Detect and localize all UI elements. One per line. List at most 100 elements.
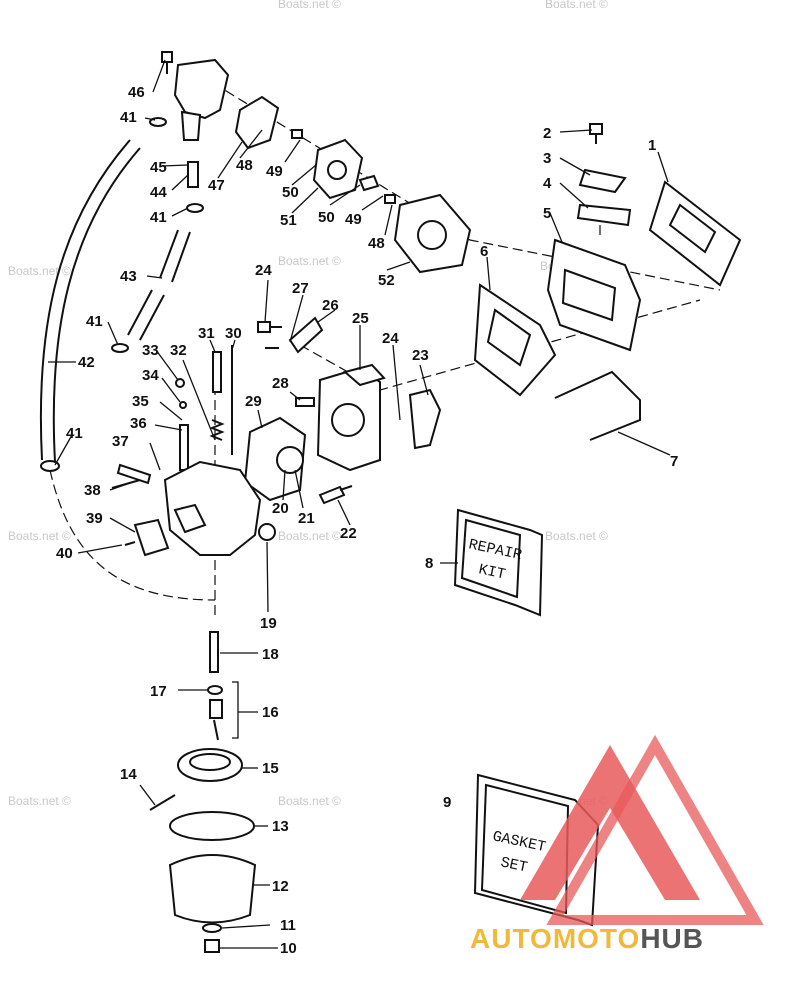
part-label: 37 bbox=[112, 433, 129, 450]
bowl-nut bbox=[204, 939, 220, 953]
part-label: 41 bbox=[86, 313, 103, 330]
small-washer bbox=[175, 378, 185, 388]
pump-cover-port bbox=[327, 160, 347, 180]
part-label: 41 bbox=[150, 209, 167, 226]
part-label: 19 bbox=[260, 615, 277, 632]
part-label: 24 bbox=[255, 262, 272, 279]
part-label: 15 bbox=[262, 760, 279, 777]
repair-kit-box: REPAIR KIT bbox=[453, 508, 544, 617]
part-label: 8 bbox=[425, 555, 433, 572]
float-chamber-cover bbox=[133, 518, 170, 557]
hose-clamp bbox=[149, 117, 167, 127]
part-label: 12 bbox=[272, 878, 289, 895]
fuel-hose-long bbox=[39, 139, 141, 463]
hose-clamp bbox=[40, 460, 60, 472]
part-label: 28 bbox=[272, 375, 289, 392]
float-bowl bbox=[168, 854, 257, 924]
pump-cover bbox=[312, 138, 364, 200]
part-label: 32 bbox=[170, 342, 187, 359]
pump-valve bbox=[358, 174, 380, 192]
carburetor-throat bbox=[173, 503, 207, 534]
mounting-screw bbox=[257, 321, 282, 333]
hose-clamp bbox=[111, 343, 129, 353]
high-speed-jet bbox=[179, 424, 189, 471]
carb-gasket bbox=[473, 283, 557, 397]
gasket-set-label-line2: SET bbox=[499, 854, 529, 876]
choke-link-rod bbox=[554, 370, 641, 441]
pump-gasket bbox=[234, 95, 280, 150]
intake-gasket-port bbox=[417, 220, 447, 250]
pump-screw bbox=[161, 51, 173, 74]
brand-wordmark: AUTOMOTOHUB bbox=[470, 923, 704, 954]
fuel-pump-nipple bbox=[187, 161, 199, 188]
part-label: 17 bbox=[150, 683, 167, 700]
part-label: 9 bbox=[443, 794, 451, 811]
part-label: 35 bbox=[132, 393, 149, 410]
fuel-pump-body bbox=[173, 58, 230, 120]
choke-plate bbox=[288, 316, 324, 354]
watermark: Boats.net © bbox=[278, 529, 341, 543]
watermark: Boats.net © bbox=[8, 529, 71, 543]
kit-bracket-16 bbox=[232, 681, 239, 739]
watermark: Boats.net © bbox=[545, 529, 608, 543]
part-label: 5 bbox=[543, 205, 551, 222]
intake-gasket bbox=[393, 193, 472, 274]
part-label: 16 bbox=[262, 704, 279, 721]
part-label: 51 bbox=[280, 212, 297, 229]
part-label: 43 bbox=[120, 268, 137, 285]
triangle-logo-outline-icon bbox=[546, 734, 764, 925]
part-label: 47 bbox=[208, 177, 225, 194]
part-label: 21 bbox=[298, 510, 315, 527]
float-valve-seat bbox=[209, 699, 223, 741]
reed-valve bbox=[576, 203, 632, 227]
watermark: Boats.net © bbox=[278, 794, 341, 808]
part-label: 38 bbox=[84, 482, 101, 499]
throttle-stop-screw bbox=[116, 463, 152, 485]
pump-gasket-small bbox=[384, 194, 396, 204]
reed-plate-gasket bbox=[648, 180, 742, 287]
part-label: 36 bbox=[130, 415, 147, 432]
throttle-plate bbox=[276, 446, 304, 474]
part-label: 42 bbox=[78, 354, 95, 371]
reed-stop bbox=[578, 168, 627, 194]
part-label: 50 bbox=[282, 184, 299, 201]
reed-block bbox=[546, 238, 642, 352]
part-label: 2 bbox=[543, 125, 551, 142]
choke-bracket bbox=[408, 388, 442, 450]
adapter-bolt bbox=[318, 485, 353, 505]
part-label: 18 bbox=[262, 646, 279, 663]
watermark: Boats.net © bbox=[278, 254, 341, 268]
part-label: 14 bbox=[120, 766, 137, 783]
part-label: 7 bbox=[670, 453, 678, 470]
small-o-ring bbox=[179, 401, 187, 409]
intake-adapter-top bbox=[342, 363, 386, 387]
part-labels: 1 2 3 4 5 6 7 8 9 10 11 12 13 14 15 16 1… bbox=[56, 84, 678, 957]
part-label: 52 bbox=[378, 272, 395, 289]
float-bowl-gasket bbox=[169, 811, 255, 841]
fuel-pump-fitting bbox=[180, 110, 202, 141]
carburetor-body bbox=[163, 460, 262, 556]
part-label: 26 bbox=[322, 297, 339, 314]
part-label: 20 bbox=[272, 500, 289, 517]
idle-mixture-needle bbox=[212, 351, 222, 393]
hose-clamp bbox=[186, 203, 204, 213]
part-label: 31 bbox=[198, 325, 215, 342]
part-label: 39 bbox=[86, 510, 103, 527]
float-inner bbox=[189, 753, 231, 771]
float-bowl-stud bbox=[209, 631, 219, 673]
part-label: 3 bbox=[543, 150, 551, 167]
brand-logo: AUTOMOTOHUB bbox=[470, 734, 764, 954]
part-label: 27 bbox=[292, 280, 309, 297]
pump-washer bbox=[291, 129, 303, 139]
part-label: 29 bbox=[245, 393, 262, 410]
part-label: 45 bbox=[150, 159, 167, 176]
watermark: Boats.net © bbox=[8, 264, 71, 278]
part-label: 41 bbox=[120, 109, 137, 126]
intake-adapter-bore bbox=[331, 403, 365, 437]
part-label: 44 bbox=[150, 184, 167, 201]
adapter-screw bbox=[295, 397, 315, 407]
reed-plate-gasket-opening bbox=[668, 203, 717, 254]
brand-part-hub: HUB bbox=[640, 923, 704, 954]
part-label: 30 bbox=[225, 325, 242, 342]
